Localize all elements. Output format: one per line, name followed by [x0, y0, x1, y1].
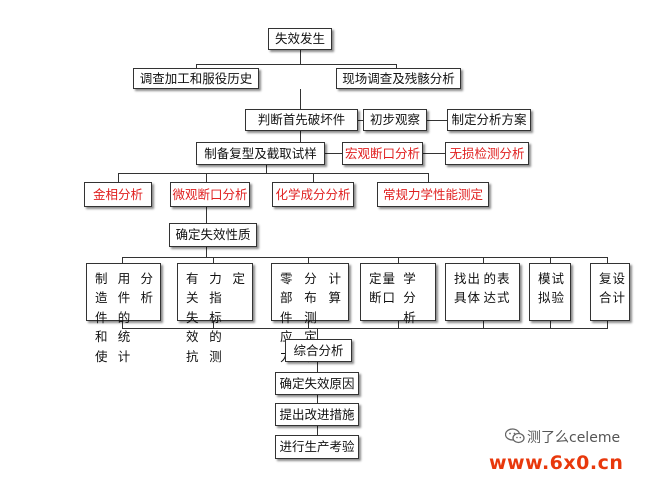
node-failure-occurs: 失效发生: [268, 28, 332, 50]
node-production-test: 进行生产考验: [275, 435, 359, 459]
wechat-icon: [505, 428, 525, 444]
node-mechanical-testing: 常规力学性能测定: [377, 182, 489, 207]
node-simulation-test: 模拟 试验: [529, 263, 571, 321]
node-resistance-index-test: 有关失效抗 力指标的测 定: [177, 263, 253, 364]
node-statistical-analysis: 制造件和使 用件的统计 分析: [86, 263, 161, 364]
site-url-watermark: www.6x0.cn: [489, 452, 624, 474]
node-judge-first-failed: 判断首先破坏件: [245, 109, 358, 131]
node-determine-cause: 确定失效原因: [275, 372, 359, 395]
node-prepare-specimens: 制备复型及截取试样: [196, 142, 325, 165]
watermark-account: 测了么celeme: [527, 430, 621, 446]
node-comprehensive-analysis: 综合分析: [285, 339, 352, 362]
node-initial-observation: 初步观察: [363, 109, 427, 131]
node-stress-distribution: 零部件应力 分布测定及 计算: [271, 263, 349, 364]
node-analysis-plan: 制定分析方案: [447, 109, 531, 131]
node-macro-fractography: 宏观断口分析: [342, 142, 423, 165]
node-processing-history: 调查加工和服役历史: [133, 68, 259, 89]
node-ndt-analysis: 无损检测分析: [445, 142, 529, 165]
node-find-expression: 找出具体 的表达式: [445, 263, 520, 321]
node-propose-improvements: 提出改进措施: [275, 403, 359, 426]
node-composite-design: 复合 设计: [590, 263, 630, 321]
node-metallography: 金相分析: [84, 182, 152, 207]
node-determine-failure-nature: 确定失效性质: [169, 223, 257, 247]
node-micro-fractography: 微观断口分析: [170, 182, 250, 207]
node-site-investigation: 现场调查及残骸分析: [336, 68, 461, 89]
node-quantitative-fractography: 定量断口 学分析: [360, 263, 436, 325]
node-chemical-composition: 化学成分分析: [272, 182, 354, 207]
